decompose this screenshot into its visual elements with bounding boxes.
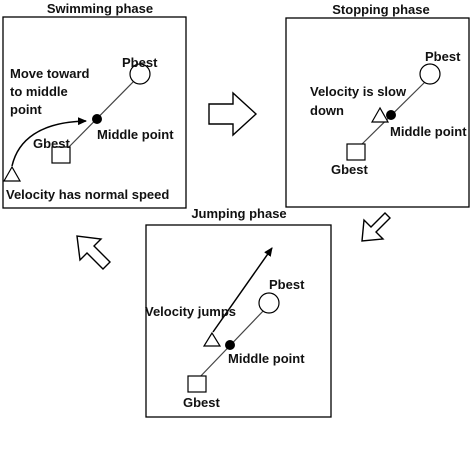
stopping-particle-triangle [370, 106, 390, 123]
jumping-phase-panel: Jumping phase Pbest Gbest Middle point V… [145, 206, 332, 418]
stopping-phase-title: Stopping phase [332, 2, 430, 17]
jumping-pbest-label: Pbest [269, 277, 305, 292]
swimming-note-line-2: to middle [10, 84, 68, 99]
stopping-pbest-label: Pbest [425, 49, 461, 64]
jumping-gbest-square [187, 375, 207, 393]
swimming-phase-title: Swimming phase [47, 1, 153, 16]
stopping-gbest-square [346, 143, 366, 161]
swimming-phase-panel: Swimming phase Pbest Gbest Middle point … [2, 1, 187, 209]
swimming-pbest-circle [129, 63, 151, 85]
stopping-note-line-1: Velocity is slow [310, 84, 407, 99]
swimming-note-line-3: point [10, 102, 42, 117]
swimming-note-line-1: Move toward [10, 66, 90, 81]
swimming-velocity-label: Velocity has normal speed [6, 187, 169, 202]
swimming-middle-point-label: Middle point [97, 127, 174, 142]
swimming-to-stopping-arrow [208, 91, 258, 137]
stopping-to-jumping-arrow [361, 212, 391, 242]
jumping-middle-point-label: Middle point [228, 351, 305, 366]
swimming-gbest-square [51, 146, 71, 164]
jumping-note-line-1: Velocity jumps [145, 304, 236, 319]
stopping-gbest-label: Gbest [331, 162, 369, 177]
stopping-note-line-2: down [310, 103, 344, 118]
swimming-gbest-label: Gbest [33, 136, 71, 151]
swimming-velocity-arrow [11, 117, 87, 167]
jumping-velocity-arrow [212, 247, 273, 333]
jumping-pbest-circle [258, 292, 280, 314]
jumping-phase-frame [145, 224, 332, 418]
jumping-phase-title: Jumping phase [191, 206, 286, 221]
stopping-phase-panel: Stopping phase Pbest Gbest Middle point … [285, 2, 470, 208]
swimming-particle-triangle [2, 165, 22, 182]
stopping-pbest-circle [419, 63, 441, 85]
jumping-particle-triangle [202, 331, 222, 347]
stopping-middle-point-label: Middle point [390, 124, 467, 139]
swimming-middle-point-dot [92, 114, 102, 124]
stopping-middle-point-dot [386, 110, 396, 120]
jumping-to-swimming-arrow [76, 235, 111, 270]
swimming-phase-frame [2, 16, 187, 209]
swimming-pbest-label: Pbest [122, 55, 158, 70]
jumping-middle-point-dot [225, 340, 235, 350]
jumping-gbest-label: Gbest [183, 395, 221, 410]
